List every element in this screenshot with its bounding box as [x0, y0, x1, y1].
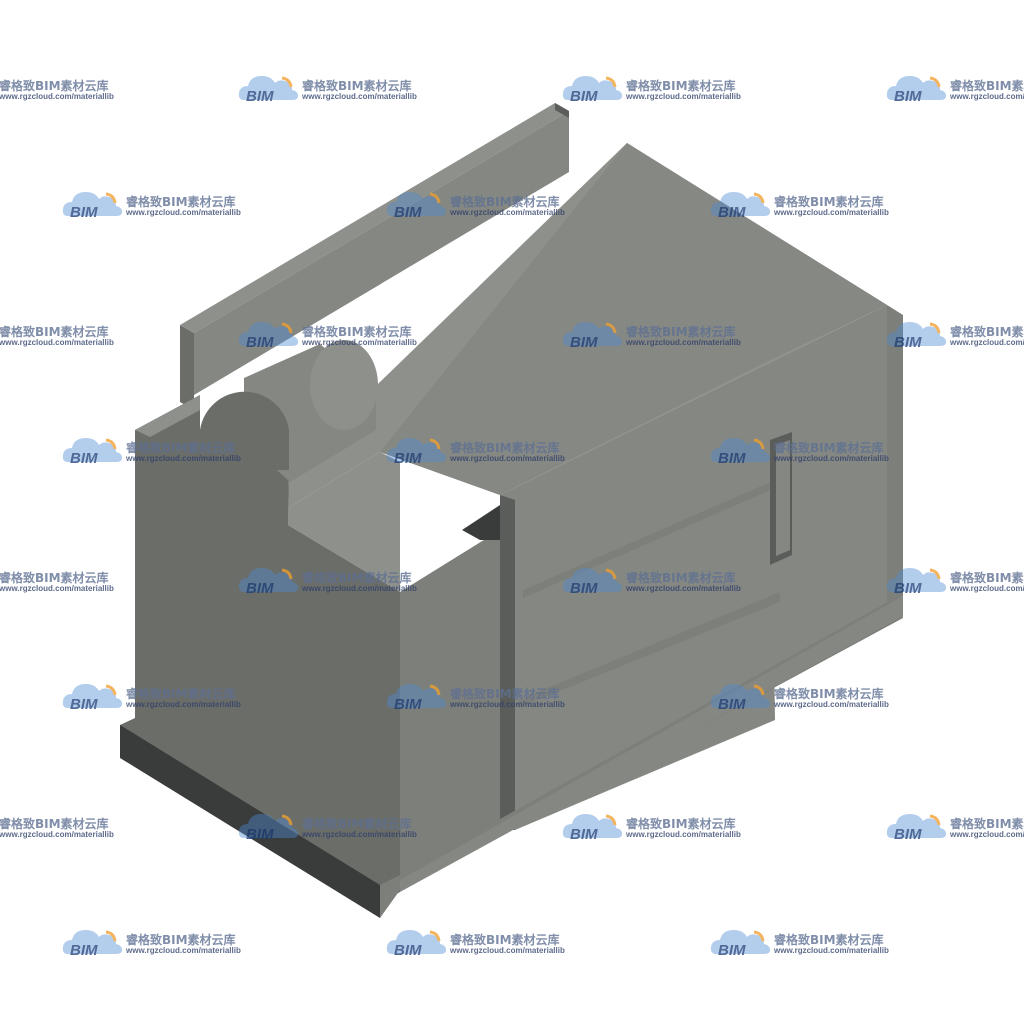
rear-wall-left-face	[180, 325, 194, 410]
slot-upper	[523, 480, 775, 598]
latch-shadow	[462, 505, 500, 540]
front-frame-edge	[500, 495, 515, 830]
housing-top-shade	[380, 143, 887, 495]
bottom-flange	[120, 595, 903, 918]
right-side-face	[887, 305, 903, 605]
latch-end-cap	[310, 340, 378, 430]
front-face	[400, 530, 500, 890]
left-notch-face	[288, 452, 400, 592]
housing-top	[288, 143, 887, 508]
right-rail-face	[776, 440, 790, 556]
latch-arch	[200, 391, 289, 470]
flange-shadow	[120, 725, 380, 918]
housing-front	[400, 375, 792, 890]
slot-lower	[518, 592, 780, 708]
left-top-strip	[135, 395, 200, 437]
rear-wall-top-face	[180, 103, 569, 333]
flange-front	[400, 596, 903, 892]
latch-cylinder	[200, 340, 378, 482]
rear-wall-edge	[555, 103, 569, 118]
